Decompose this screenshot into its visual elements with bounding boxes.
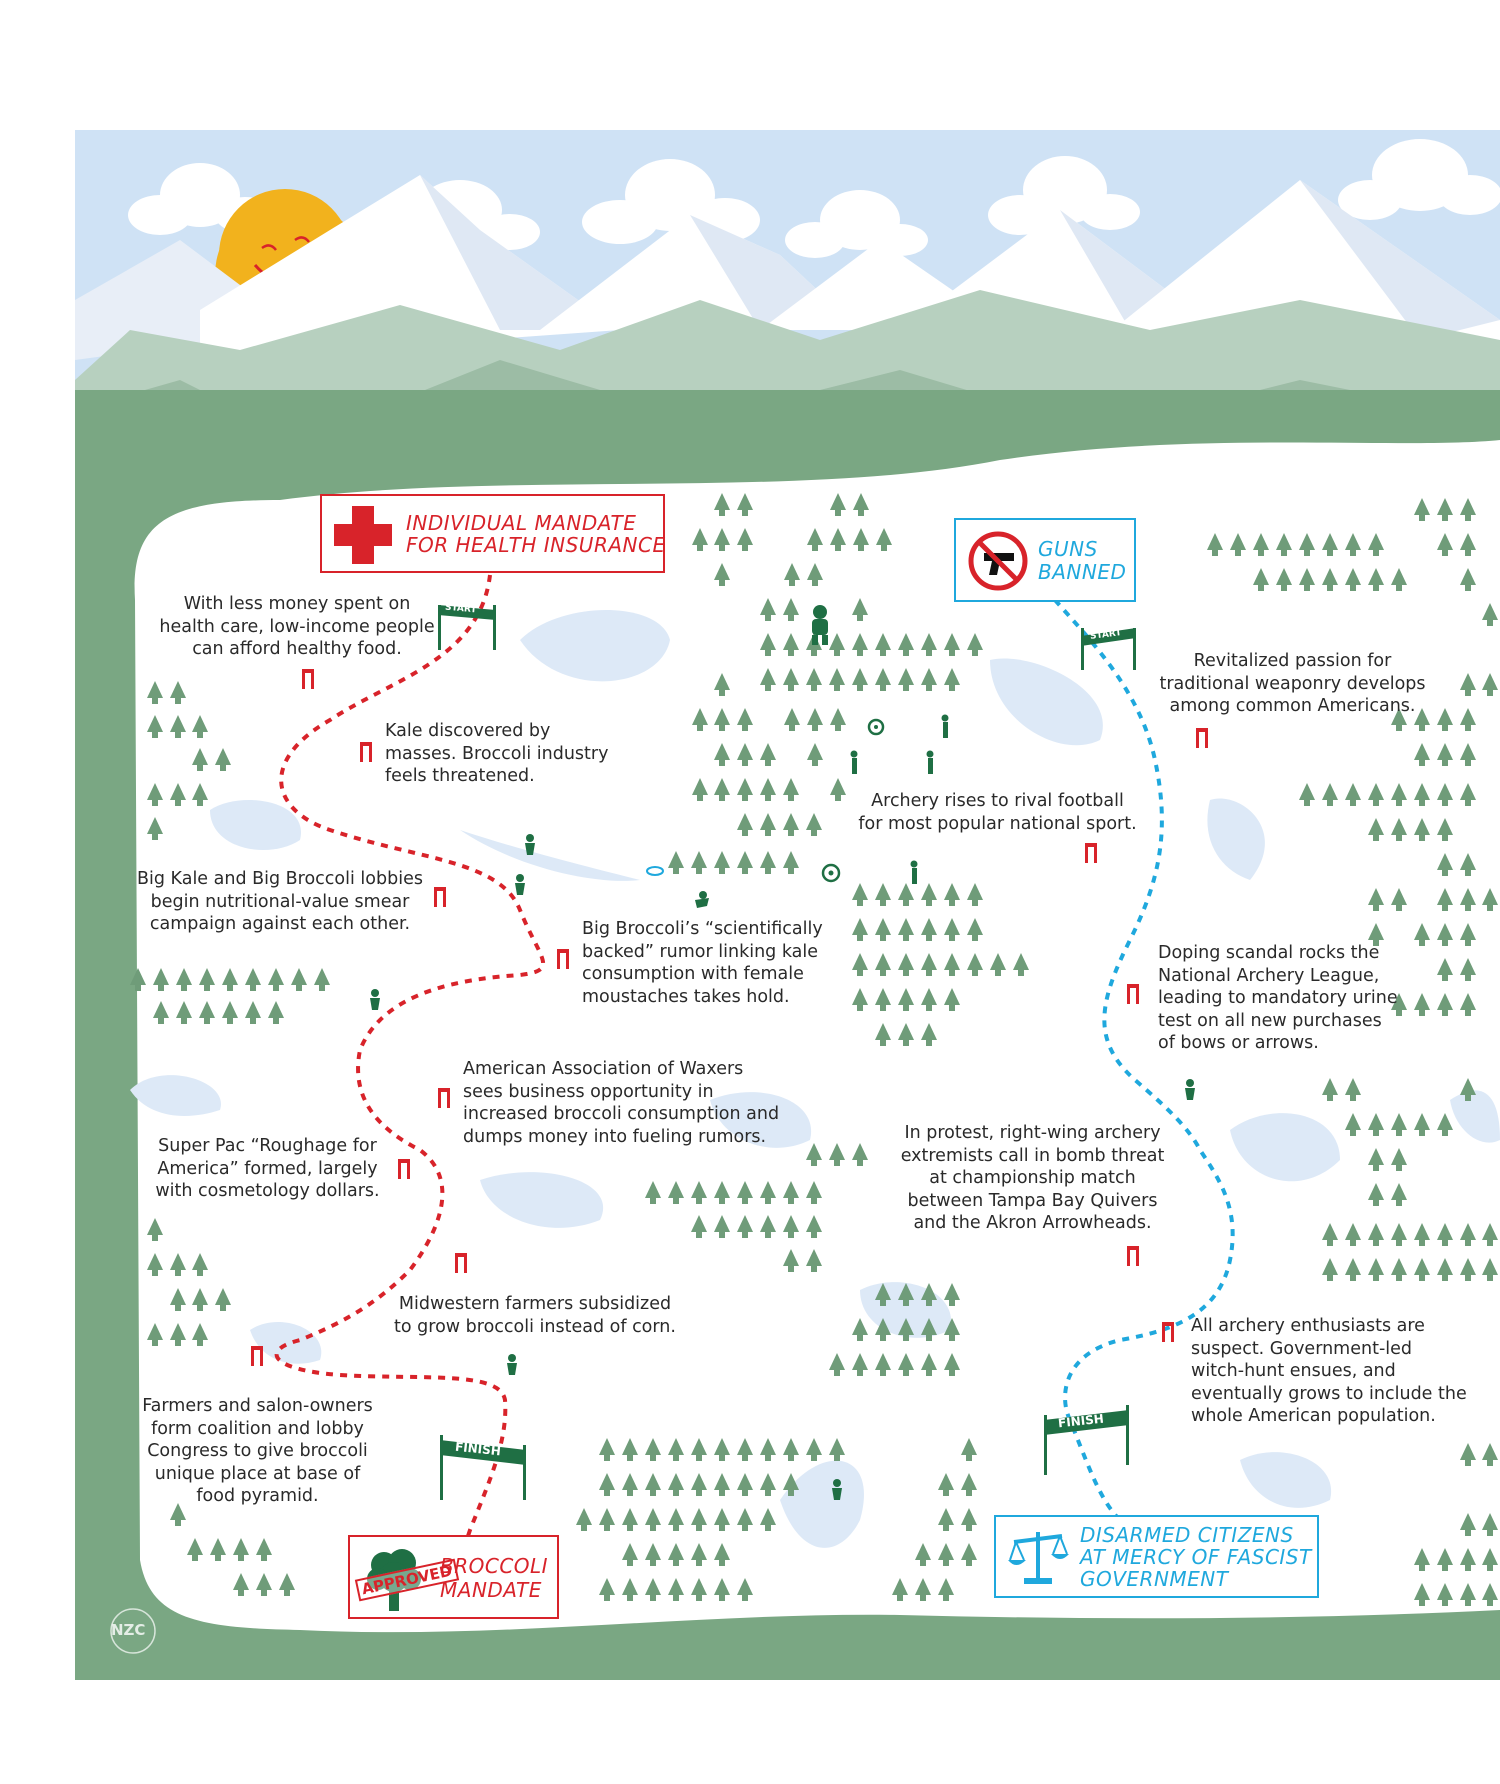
archer-figures-icon [850, 714, 949, 884]
individual-mandate-line1: INDIVIDUAL MANDATE [406, 511, 637, 535]
disarmed-citizens-line2: AT MERCY OF FASCIST [1080, 1545, 1312, 1569]
individual-mandate-box: INDIVIDUAL MANDATE FOR HEALTH INSURANCE [320, 494, 665, 573]
bigfoot-icon [812, 605, 828, 645]
broccoli-mandate-box: APPROVED BROCCOLI MANDATE [348, 1535, 559, 1619]
guns-banned-line2: BANNED [1038, 560, 1127, 584]
snow-patches [130, 610, 1500, 1548]
guns-banned-line1: GUNS [1038, 537, 1098, 561]
health-start-banner [438, 605, 496, 650]
broccoli-mandate-line1: BROCCOLI [440, 1554, 549, 1578]
guns-route-path [1053, 598, 1235, 1529]
artist-signature-icon [110, 1608, 156, 1654]
snow-field [134, 440, 1500, 1633]
red-cross-icon [334, 506, 392, 564]
scales-icon [1008, 1532, 1069, 1584]
guns-start-banner [1081, 628, 1136, 670]
frisbee-icon [646, 866, 664, 876]
individual-mandate-line2: FOR HEALTH INSURANCE [406, 533, 666, 557]
health-finish-banner [440, 1435, 526, 1500]
guns-finish-banner [1044, 1405, 1129, 1475]
skier-figures-icon [370, 834, 1195, 1500]
disarmed-citizens-box: DISARMED CITIZENS AT MERCY OF FASCIST GO… [994, 1515, 1319, 1598]
disarmed-citizens-line1: DISARMED CITIZENS [1080, 1523, 1294, 1547]
disarmed-citizens-line3: GOVERNMENT [1080, 1567, 1229, 1591]
archery-targets-icon [821, 718, 885, 883]
broccoli-mandate-line2: MANDATE [440, 1578, 542, 1602]
no-guns-icon [968, 531, 1028, 591]
guns-banned-box: GUNS BANNED [954, 518, 1136, 602]
broccoli-icon [367, 1549, 421, 1611]
artist-signature: NZC [111, 1621, 146, 1639]
